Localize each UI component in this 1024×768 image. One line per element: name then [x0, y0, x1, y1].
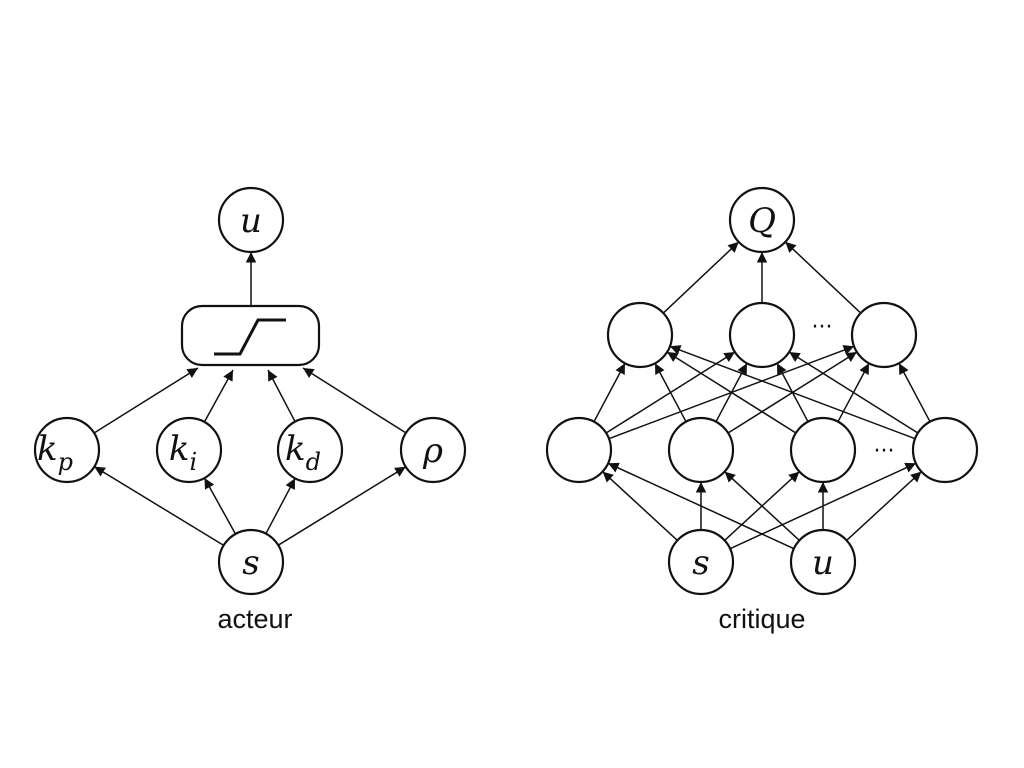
edge-c_h2c-to-c_q — [784, 241, 862, 314]
actor-node-kd-label: kd — [285, 429, 321, 476]
actor-node-ki: ki — [155, 416, 223, 484]
edge-c_u-to-c_h1b — [724, 471, 800, 541]
actor-node-kd: kd — [276, 416, 344, 484]
critic-hidden2-ellipsis: ··· — [812, 315, 833, 340]
edge-c_h1c-to-c_h2a — [666, 351, 797, 434]
actor-caption: acteur — [217, 604, 292, 634]
critic-node-q: Q — [728, 186, 796, 254]
edge-c_h1d-to-c_h2b — [788, 351, 919, 434]
critic-hidden1-node-3 — [789, 416, 857, 484]
edge-c_u-to-c_h1d — [846, 471, 922, 541]
critic-node-s-label: s — [692, 543, 709, 583]
actor-node-ki-label: ki — [169, 429, 197, 476]
critic-hidden1-node-2 — [667, 416, 735, 484]
critic-hidden2-node-1 — [606, 301, 674, 369]
critic-hidden1-node-1 — [545, 416, 613, 484]
actor-node-u: u — [217, 186, 285, 254]
edge-c_h1a-to-c_h2a — [593, 362, 626, 423]
critic-node-q-label: Q — [748, 201, 776, 241]
actor-node-kp: kp — [33, 416, 101, 484]
critic-network: Q ··· ··· — [545, 186, 979, 634]
edge-a_ki-to-saturation — [203, 369, 234, 423]
actor-node-s-label: s — [242, 543, 259, 583]
actor-node-kp-label: kp — [37, 429, 73, 476]
critic-hidden1-node-4 — [911, 416, 979, 484]
edge-c_h2a-to-c_q — [662, 241, 740, 314]
edge-c_u-to-c_h1a — [607, 462, 795, 550]
actor-node-rho-label: ρ — [422, 431, 443, 471]
saturation-icon — [214, 318, 286, 356]
saturation-block — [180, 304, 321, 367]
actor-node-u-label: u — [240, 201, 262, 241]
edge-c_h1d-to-c_h2c — [898, 362, 931, 423]
actor-node-s: s — [217, 528, 285, 596]
critic-hidden2-node-2 — [728, 301, 796, 369]
critic-caption: critique — [718, 604, 805, 634]
edge-a_rho-to-saturation — [302, 367, 407, 434]
edge-a_s-to-a_ki — [203, 477, 237, 535]
edge-layer — [93, 241, 931, 550]
edge-a_s-to-a_kd — [265, 477, 296, 535]
actor-node-rho: ρ — [399, 416, 467, 484]
edge-a_s-to-a_kp — [93, 465, 225, 547]
critic-node-s: s — [667, 528, 735, 596]
edge-a_kd-to-saturation — [267, 369, 296, 423]
critic-node-u: u — [789, 528, 857, 596]
critic-hidden2-node-3 — [850, 301, 918, 369]
edge-a_kp-to-saturation — [93, 367, 199, 434]
edge-a_s-to-a_rho — [277, 466, 407, 546]
edge-c_s-to-c_h1a — [602, 471, 678, 541]
critic-hidden1-ellipsis: ··· — [874, 439, 895, 464]
edge-c_h1b-to-c_h2a — [654, 362, 687, 423]
actor-network: u kp ki kd ρ s acteur — [33, 186, 467, 634]
critic-node-u-label: u — [812, 543, 834, 583]
edge-c_h1d-to-c_h2a — [669, 345, 916, 440]
